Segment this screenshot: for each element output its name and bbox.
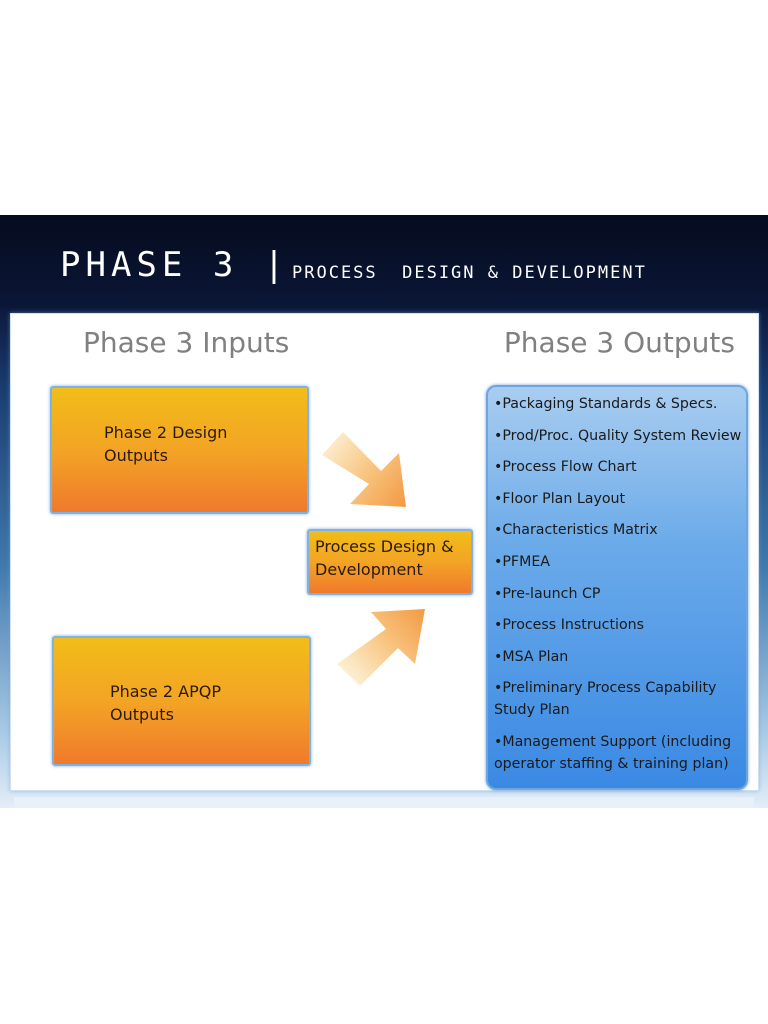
arrow-top	[322, 432, 406, 507]
output-item: •Management Support (including operator …	[494, 733, 732, 772]
output-item: •PFMEA	[494, 553, 550, 570]
label-line: Process Design &	[315, 537, 454, 556]
arrow-bottom	[337, 609, 425, 686]
input-box-design-outputs: Phase 2 Design Outputs	[50, 386, 309, 514]
output-item: •Process Flow Chart	[494, 459, 637, 476]
output-item: •Floor Plan Layout	[494, 490, 626, 507]
title-bar: PHASE 3 | PROCESS DESIGN & DEVELOPMENT	[0, 215, 768, 308]
label-line: Outputs	[110, 705, 174, 724]
content-panel-lower-strip	[14, 797, 754, 808]
inputs-heading: Phase 3 Inputs	[83, 326, 290, 359]
output-item: •MSA Plan	[494, 648, 569, 665]
input-box-label: Phase 2 Design Outputs	[104, 421, 227, 467]
input-box-label: Phase 2 APQP Outputs	[110, 680, 221, 726]
label-line: Phase 2 Design	[104, 423, 228, 442]
output-item: •Prod/Proc. Quality System Review	[494, 427, 742, 444]
outputs-heading: Phase 3 Outputs	[503, 326, 735, 359]
label-line: Development	[315, 560, 423, 579]
output-item: •Characteristics Matrix	[494, 522, 658, 539]
process-box-label: Process Design & Development	[315, 535, 454, 581]
slide-subtitle: PROCESS DESIGN & DEVELOPMENT	[292, 263, 647, 283]
output-item: •Packaging Standards & Specs.	[494, 396, 718, 412]
label-line: Outputs	[104, 446, 168, 465]
slide-title: PHASE 3 |	[60, 245, 290, 285]
output-item: •Pre-launch CP	[494, 585, 601, 602]
label-line: Phase 2 APQP	[110, 682, 221, 701]
input-box-apqp-outputs: Phase 2 APQP Outputs	[52, 636, 311, 766]
output-item: •Process Instructions	[494, 617, 645, 634]
process-box: Process Design & Development	[307, 529, 473, 595]
outputs-list: •Packaging Standards & Specs. •Prod/Proc…	[494, 393, 744, 785]
outputs-box: •Packaging Standards & Specs. •Prod/Proc…	[486, 385, 748, 790]
output-item: •Preliminary Process Capability Study Pl…	[494, 680, 717, 719]
